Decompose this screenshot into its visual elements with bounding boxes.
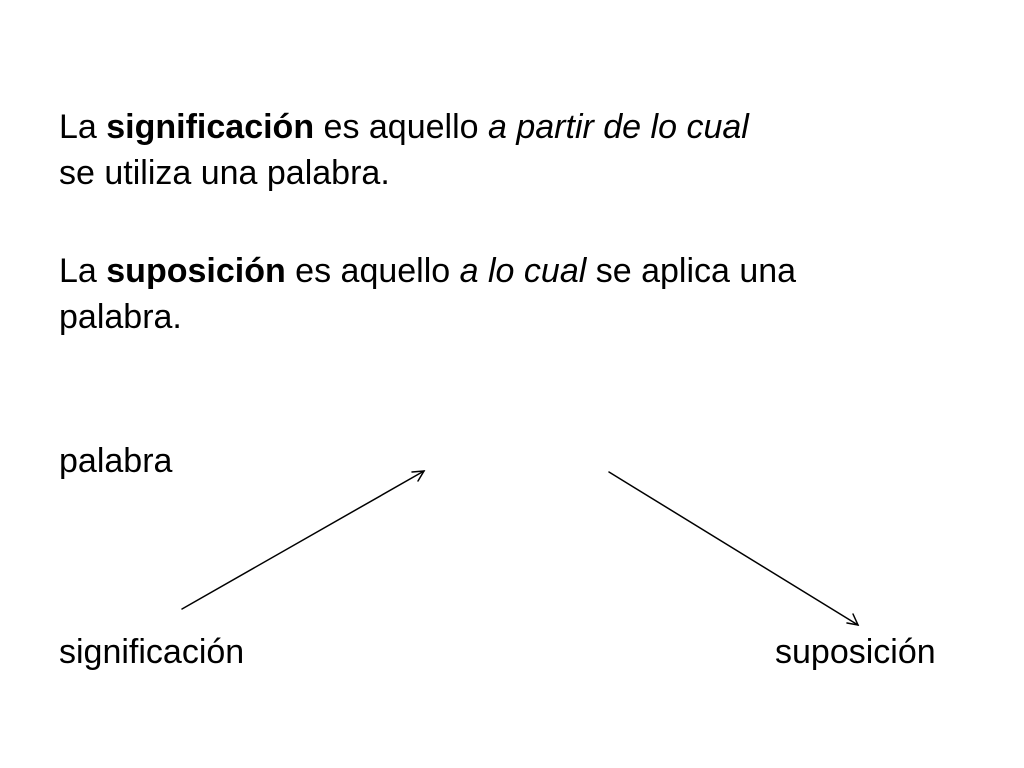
emphasis-a-lo-cual: a lo cual	[459, 252, 587, 290]
definition-mid: es aquello	[314, 108, 488, 146]
node-suposicion: suposición	[775, 633, 936, 671]
definition-suposicion: La suposición es aquello a lo cual se ap…	[59, 248, 796, 340]
definition-line2: se utiliza una palabra.	[59, 154, 390, 192]
definition-line2: palabra.	[59, 298, 182, 336]
term-suposicion: suposición	[106, 252, 286, 290]
emphasis-a-partir-de-lo-cual: a partir de lo cual	[488, 108, 749, 146]
arrow-significacion-to-palabra	[181, 470, 426, 610]
definition-lead: La	[59, 108, 107, 146]
definition-significacion: La significación es aquello a partir de …	[59, 104, 749, 196]
definition-tail: se aplica una	[586, 252, 797, 290]
definition-mid: es aquello	[285, 252, 460, 290]
definition-lead: La	[59, 252, 107, 290]
node-palabra: palabra	[59, 442, 173, 480]
node-significacion: significación	[59, 633, 245, 671]
term-significacion: significación	[106, 108, 315, 146]
arrow-palabra-to-suposicion	[608, 471, 860, 626]
